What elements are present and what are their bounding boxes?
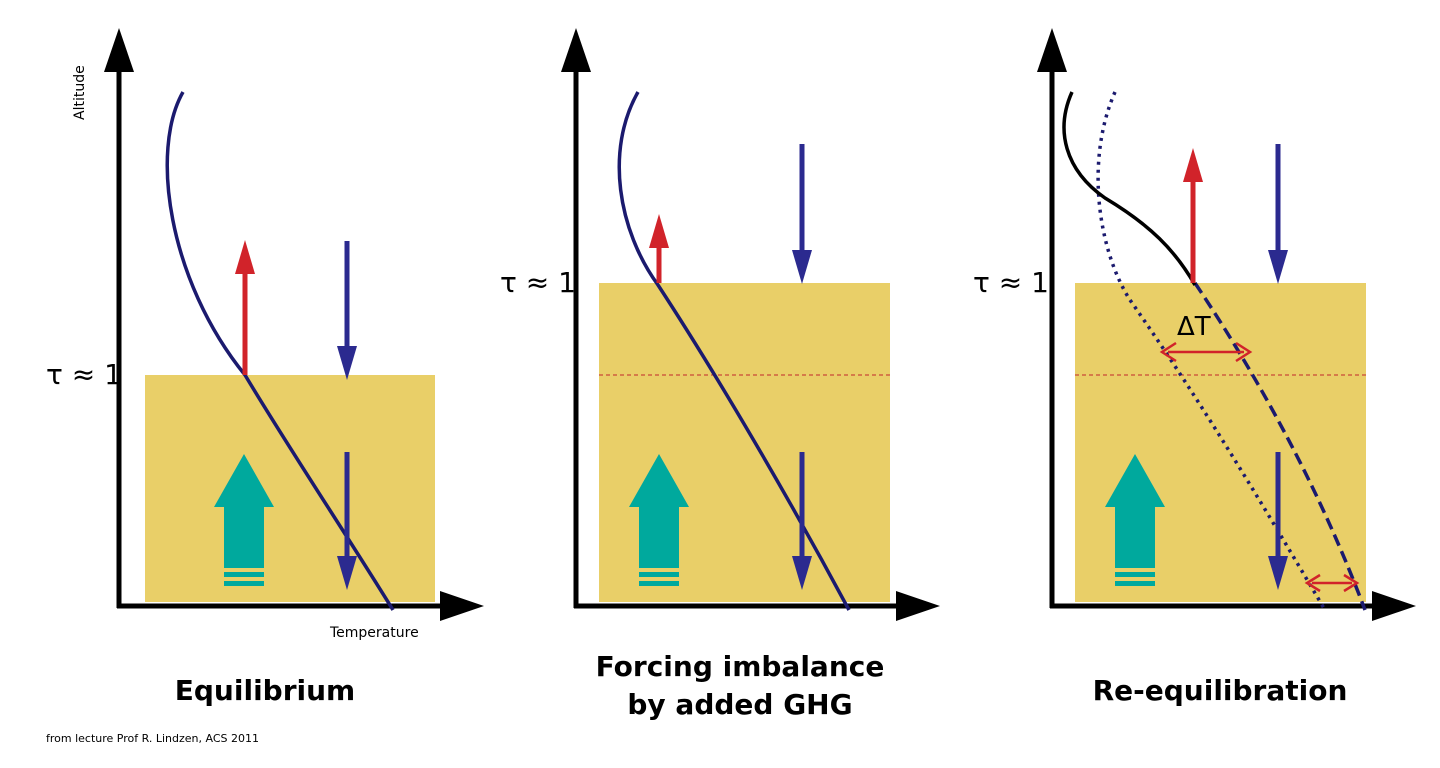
tau-label-panel-3: τ ≈ 1 [973,266,1049,299]
delta-t-double-arrow [1159,341,1253,363]
x-axis-label: Temperature [330,625,419,641]
y-axis-arrowhead [1037,28,1067,72]
outgoing-radiation-arrowhead [649,214,669,248]
panel-equilibrium [104,28,484,621]
absorbing-layer [145,375,435,602]
temperature-profile-curve [617,91,851,611]
incoming-radiation-arrowhead-lower [792,556,812,590]
tau-label-panel-1: τ ≈ 1 [46,358,122,391]
incoming-radiation-arrowhead-lower [1268,556,1288,590]
incoming-radiation-arrowhead-upper [337,346,357,380]
incoming-radiation-arrowhead-upper [1268,250,1288,284]
caption-re-equilibration: Re-equilibration [1092,674,1348,707]
incoming-radiation-arrowhead-lower [337,556,357,590]
delta-t-label: ΔT [1177,312,1211,342]
outgoing-radiation-arrowhead [1183,148,1203,182]
surface-heat-arrow [629,454,689,586]
incoming-radiation-arrowhead-upper [792,250,812,284]
outgoing-radiation-arrowhead [235,240,255,274]
x-axis-arrowhead [440,591,484,621]
old-temperature-profile-dotted [1096,91,1327,611]
panel-re-equilibration [1037,28,1416,621]
new-temperature-profile-dashed [1193,282,1367,611]
y-axis-arrowhead [561,28,591,72]
caption-forcing-imbalance-line-2: by added GHG [627,688,853,721]
surface-heat-arrow [1105,454,1165,586]
tau-label-panel-2: τ ≈ 1 [500,266,576,299]
upper-temperature-profile [1062,91,1197,286]
surface-warming-double-arrow [1304,573,1360,593]
source-credit: from lecture Prof R. Lindzen, ACS 2011 [46,732,259,745]
y-axis-arrowhead [104,28,134,72]
surface-heat-arrow [214,454,274,586]
x-axis-arrowhead [896,591,940,621]
y-axis-label: Altitude [72,65,88,120]
caption-forcing-imbalance-line-1: Forcing imbalance [595,650,885,683]
x-axis-arrowhead [1372,591,1416,621]
panel-forcing-imbalance [561,28,940,621]
caption-equilibrium: Equilibrium [174,674,356,707]
